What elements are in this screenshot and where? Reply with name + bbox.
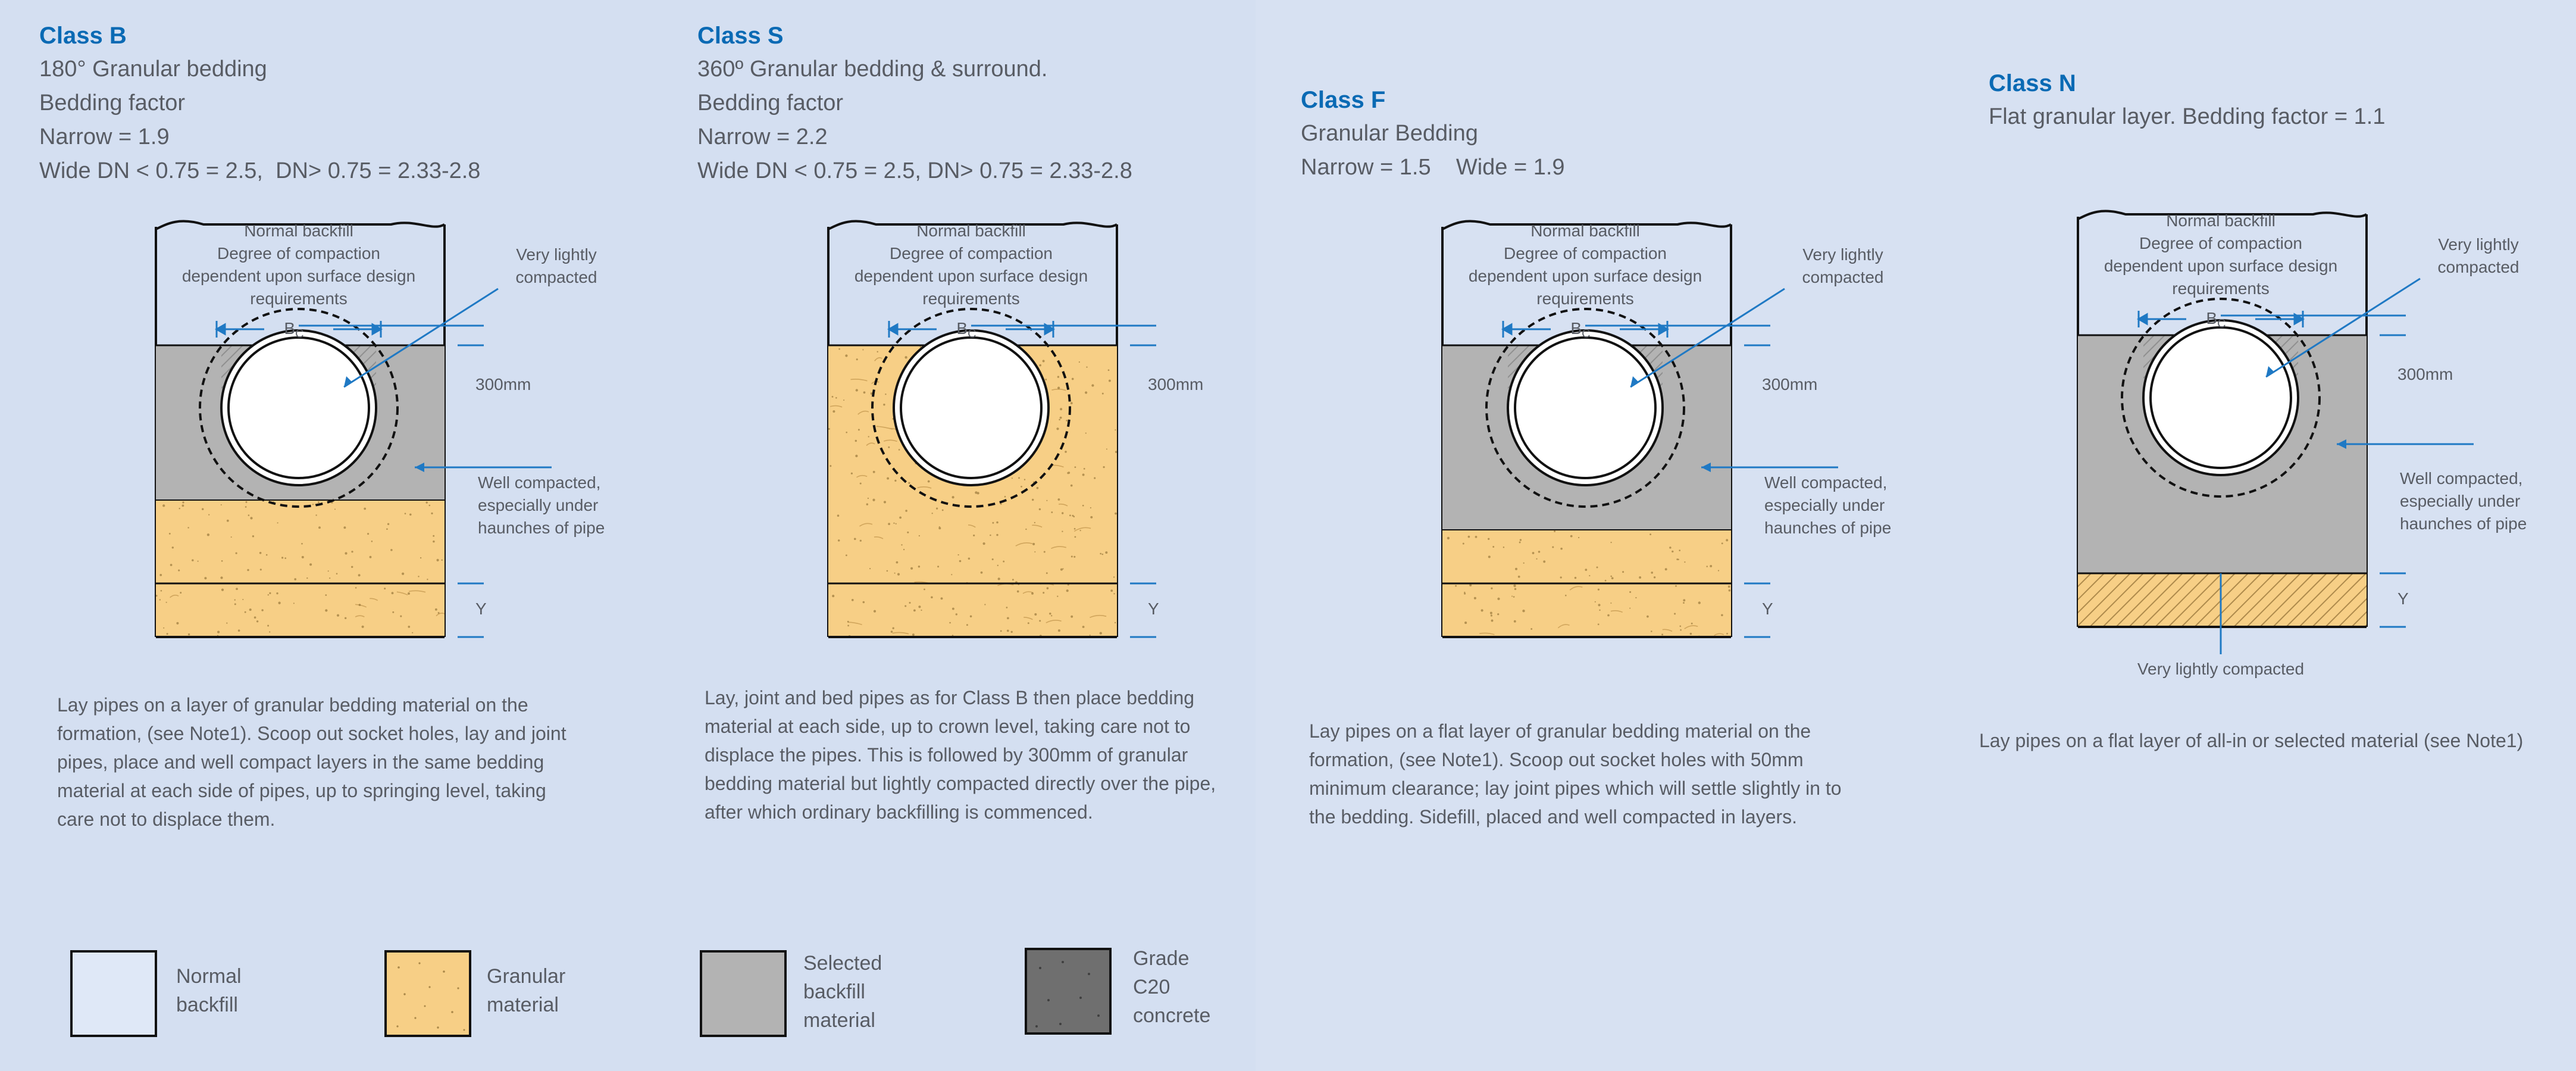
svg-text:BC: BC <box>2206 309 2226 330</box>
svg-text:BC: BC <box>284 319 303 341</box>
trench-top-edge <box>1442 220 1732 230</box>
class-line: 360º Granular bedding & surround. <box>697 57 1048 82</box>
trench-top-edge <box>155 220 446 230</box>
svg-text:Degree of compaction: Degree of compaction <box>890 244 1053 263</box>
svg-text:especially under: especially under <box>1764 496 1885 514</box>
class-line: Granular Bedding <box>1301 121 1478 146</box>
pipe-inner <box>227 336 370 479</box>
concrete-texture-icon <box>1035 961 1100 1028</box>
pipe-inner <box>2149 326 2292 469</box>
svg-text:Normal backfill: Normal backfill <box>916 221 1026 240</box>
svg-text:Very lightly: Very lightly <box>1802 245 1883 264</box>
svg-text:BC: BC <box>956 319 976 341</box>
svg-text:300mm: 300mm <box>2397 365 2453 383</box>
trench-top-edge <box>2077 210 2368 220</box>
svg-text:compacted: compacted <box>2438 258 2519 276</box>
svg-text:haunches of pipe: haunches of pipe <box>478 519 605 537</box>
legend-swatch <box>700 950 787 1037</box>
class-line: Wide DN < 0.75 = 2.5, DN> 0.75 = 2.33-2.… <box>39 158 481 183</box>
svg-text:Y: Y <box>1762 599 1773 618</box>
svg-text:especially under: especially under <box>478 496 598 514</box>
socket-outline <box>871 308 1071 508</box>
class-line: Narrow = 2.2 <box>697 124 828 149</box>
class-line: 180° Granular bedding <box>39 57 267 82</box>
class-line: Narrow = 1.9 <box>39 124 170 149</box>
column-class-b-header: Class B 180° Granular bedding Bedding fa… <box>39 19 480 188</box>
svg-text:Well compacted,: Well compacted, <box>2400 469 2522 488</box>
legend-swatch <box>1025 948 1112 1035</box>
svg-text:Y: Y <box>1148 599 1159 618</box>
svg-text:Degree of compaction: Degree of compaction <box>217 244 380 263</box>
svg-text:Very lightly compacted: Very lightly compacted <box>2137 660 2304 678</box>
svg-text:dependent upon surface design: dependent upon surface design <box>1469 267 1702 285</box>
svg-text:Degree of compaction: Degree of compaction <box>1504 244 1667 263</box>
class-line: Bedding factor <box>697 90 844 115</box>
class-title: Class F <box>1301 87 1386 113</box>
svg-text:haunches of pipe: haunches of pipe <box>2400 514 2527 533</box>
svg-text:haunches of pipe: haunches of pipe <box>1764 519 1891 537</box>
class-title: Class S <box>697 23 784 49</box>
pipe-inner <box>1514 336 1657 479</box>
svg-text:requirements: requirements <box>2172 279 2269 298</box>
socket-outline <box>199 308 399 508</box>
class-line: Flat granular layer. Bedding factor = 1.… <box>1989 104 2386 129</box>
trench-top-edge <box>828 220 1118 230</box>
svg-text:Well compacted,: Well compacted, <box>1764 473 1887 492</box>
svg-text:Normal backfill: Normal backfill <box>244 221 353 240</box>
legend-swatch <box>384 950 471 1037</box>
socket-outline <box>1485 308 1685 508</box>
class-b-description: Lay pipes on a layer of granular bedding… <box>57 694 566 830</box>
column-class-n-header: Class N Flat granular layer. Bedding fac… <box>1989 67 2385 134</box>
svg-text:Y: Y <box>2397 589 2409 608</box>
svg-text:dependent upon surface design: dependent upon surface design <box>182 267 415 285</box>
column-class-s-header: Class S 360º Granular bedding & surround… <box>697 19 1132 188</box>
svg-text:especially under: especially under <box>2400 492 2520 510</box>
svg-text:300mm: 300mm <box>475 375 531 394</box>
granular-texture-icon <box>396 962 465 1031</box>
svg-text:300mm: 300mm <box>1762 375 1817 394</box>
svg-text:Very lightly: Very lightly <box>2438 235 2518 254</box>
class-title: Class N <box>1989 70 2076 96</box>
class-line: Narrow = 1.5 Wide = 1.9 <box>1301 155 1565 180</box>
svg-text:BC: BC <box>1570 319 1590 341</box>
svg-text:300mm: 300mm <box>1148 375 1203 394</box>
class-n-description: Lay pipes on a flat layer of all-in or s… <box>1979 730 2524 751</box>
pipe-inner <box>900 336 1043 479</box>
svg-text:Normal backfill: Normal backfill <box>1530 221 1640 240</box>
svg-text:Very lightly: Very lightly <box>516 245 596 264</box>
svg-text:Well compacted,: Well compacted, <box>478 473 600 492</box>
svg-text:compacted: compacted <box>1802 268 1884 286</box>
column-class-f-header: Class F Granular Bedding Narrow = 1.5 Wi… <box>1301 83 1565 185</box>
svg-text:dependent upon surface design: dependent upon surface design <box>855 267 1088 285</box>
svg-text:Normal backfill: Normal backfill <box>2166 211 2275 230</box>
svg-text:Degree of compaction: Degree of compaction <box>2139 234 2302 252</box>
class-line: Wide DN < 0.75 = 2.5, DN> 0.75 = 2.33-2.… <box>697 158 1132 183</box>
class-line: Bedding factor <box>39 90 186 115</box>
svg-text:compacted: compacted <box>516 268 597 286</box>
svg-text:requirements: requirements <box>250 289 347 308</box>
svg-text:Y: Y <box>475 599 487 618</box>
class-f-description: Lay pipes on a flat layer of granular be… <box>1309 720 1842 828</box>
socket-outline <box>2121 298 2321 498</box>
svg-text:requirements: requirements <box>922 289 1019 308</box>
svg-text:requirements: requirements <box>1536 289 1633 308</box>
legend-swatch <box>70 950 157 1037</box>
class-title: Class B <box>39 23 127 49</box>
svg-text:dependent upon surface design: dependent upon surface design <box>2104 257 2337 275</box>
class-s-description: Lay, joint and bed pipes as for Class B … <box>705 687 1216 823</box>
